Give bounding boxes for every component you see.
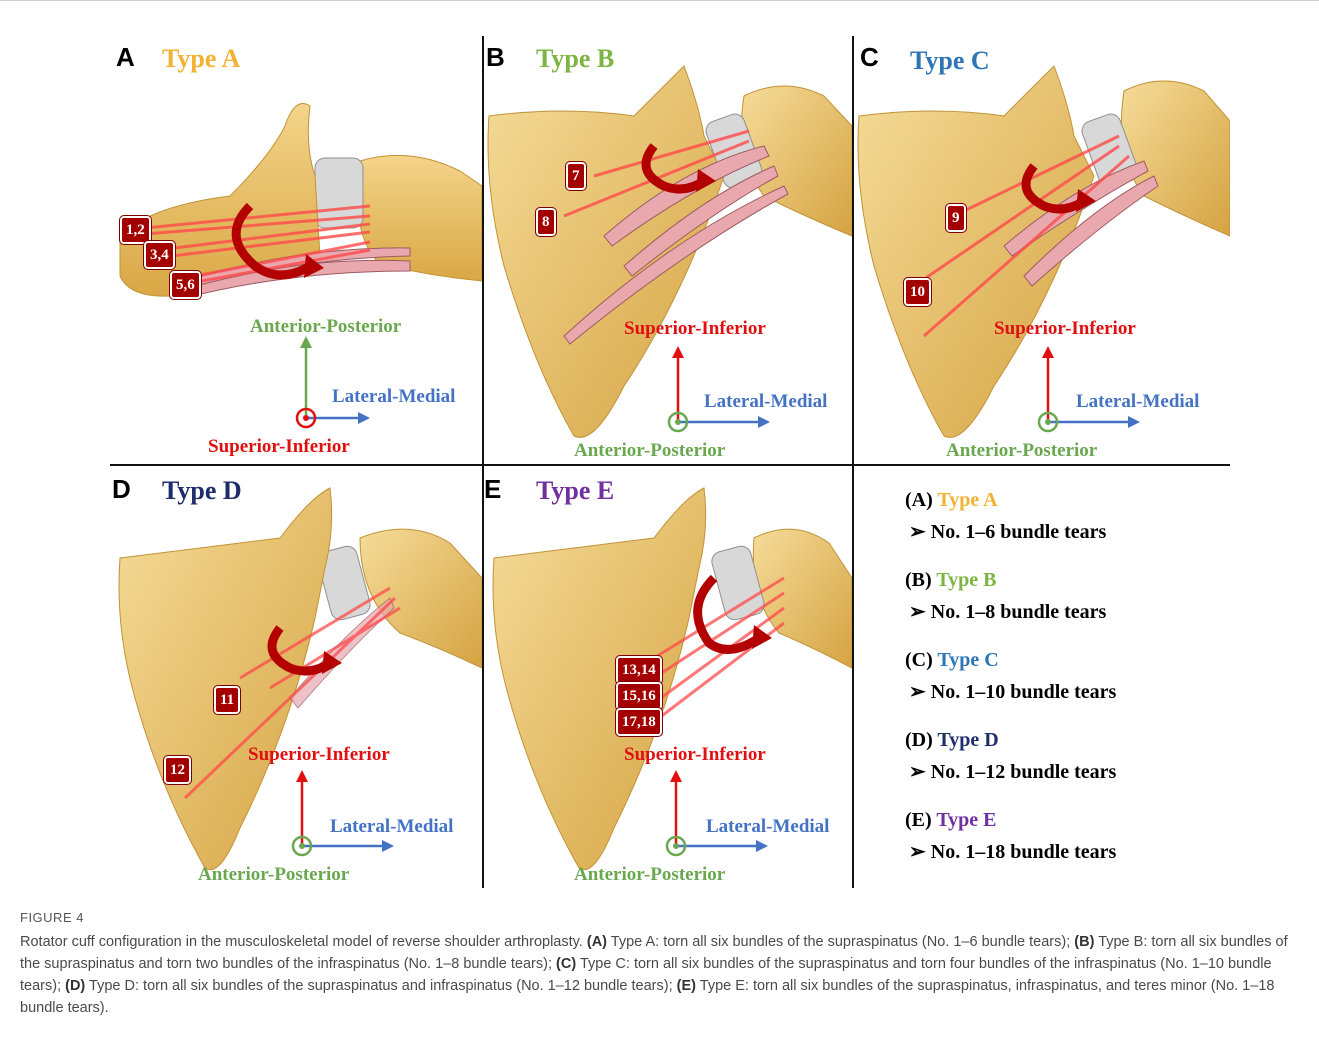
axis-label-out-of-plane: Anterior-Posterior <box>946 440 1097 462</box>
bundle-badge: 13,14 <box>616 656 662 684</box>
legend-type: Type E <box>936 809 996 831</box>
figure: A Type A 1,2 3,4 5,6 Anterior-Posterior … <box>110 36 1230 896</box>
legend-key: (D) <box>905 729 933 751</box>
panel-type-label: Type C <box>910 46 990 76</box>
axis-label-vertical: Anterior-Posterior <box>250 316 401 338</box>
panel-type-label: Type D <box>162 476 242 506</box>
bullet-arrow-icon: ➢ <box>909 841 926 863</box>
panel-b-axis-glyph <box>669 346 770 431</box>
bullet-arrow-icon: ➢ <box>909 521 926 543</box>
top-rule <box>0 0 1319 1</box>
axis-label-out-of-plane: Superior-Inferior <box>208 436 350 458</box>
humerus-shape <box>360 529 482 668</box>
legend-key: (B) <box>905 569 932 591</box>
axis-label-horizontal: Lateral-Medial <box>1076 391 1199 413</box>
legend-desc: No. 1–12 bundle tears <box>931 761 1117 783</box>
panel-a-axis-glyph <box>297 336 370 427</box>
panel-b: B Type B 7 8 Superior-Inferior Lateral-M… <box>484 36 856 464</box>
bundle-badge: 17,18 <box>616 708 662 736</box>
panel-type-label: Type E <box>536 476 614 506</box>
legend-panel: (A) Type A ➢ No. 1–6 bundle tears (B) Ty… <box>905 484 1235 884</box>
bundle-badge: 1,2 <box>120 216 151 244</box>
legend-item: (D) Type D ➢ No. 1–12 bundle tears <box>905 724 1235 804</box>
panel-letter: D <box>112 474 131 505</box>
scapula-shape <box>493 488 706 870</box>
bundle-badge: 9 <box>946 204 966 232</box>
panel-a: A Type A 1,2 3,4 5,6 Anterior-Posterior … <box>110 36 482 464</box>
axis-label-vertical: Superior-Inferior <box>248 744 390 766</box>
legend-key: (A) <box>905 489 933 511</box>
figure-caption: FIGURE 4 Rotator cuff configuration in t… <box>20 910 1300 1019</box>
bundle-badge: 8 <box>536 208 556 236</box>
bundle-badge: 10 <box>904 278 931 306</box>
legend-type: Type C <box>937 649 998 671</box>
legend-type: Type B <box>936 569 996 591</box>
legend-key: (C) <box>905 649 933 671</box>
caption-text: Rotator cuff configuration in the muscul… <box>20 931 1300 1019</box>
axis-label-horizontal: Lateral-Medial <box>706 816 829 838</box>
legend-item: (C) Type C ➢ No. 1–10 bundle tears <box>905 644 1235 724</box>
caption-key: (C) <box>556 956 576 972</box>
bullet-arrow-icon: ➢ <box>909 761 926 783</box>
panel-e: E Type E 13,14 15,16 17,18 Superior-Infe… <box>484 468 856 896</box>
axis-label-horizontal: Lateral-Medial <box>330 816 453 838</box>
bullet-arrow-icon: ➢ <box>909 601 926 623</box>
panel-letter: C <box>860 42 879 73</box>
scapula-shape <box>119 488 332 870</box>
legend-type: Type A <box>937 489 997 511</box>
legend-desc: No. 1–18 bundle tears <box>931 841 1117 863</box>
caption-part: Type D: torn all six bundles of the supr… <box>89 978 673 994</box>
bundle-badge: 7 <box>566 162 586 190</box>
panel-e-axis-glyph <box>667 770 768 855</box>
axis-label-vertical: Superior-Inferior <box>994 318 1136 340</box>
axis-label-vertical: Superior-Inferior <box>624 318 766 340</box>
axis-label-out-of-plane: Anterior-Posterior <box>198 864 349 886</box>
legend-type: Type D <box>937 729 998 751</box>
caption-part: Type A: torn all six bundles of the supr… <box>611 934 1070 950</box>
caption-key: (B) <box>1074 934 1094 950</box>
legend-key: (E) <box>905 809 932 831</box>
legend-desc: No. 1–8 bundle tears <box>931 601 1107 623</box>
bundle-badge: 12 <box>164 756 191 784</box>
legend-item: (E) Type E ➢ No. 1–18 bundle tears <box>905 804 1235 884</box>
humerus-shape <box>753 529 852 668</box>
caption-key: (D) <box>65 978 85 994</box>
figure-label: FIGURE 4 <box>20 910 1300 925</box>
panel-d: D Type D 11 12 Superior-Inferior Lateral… <box>110 468 482 896</box>
bundle-badge: 5,6 <box>170 271 201 299</box>
caption-key: (A) <box>587 934 607 950</box>
panel-letter: A <box>116 42 135 73</box>
axis-label-horizontal: Lateral-Medial <box>332 386 455 408</box>
panel-type-label: Type A <box>162 44 240 74</box>
grid-divider-h <box>110 464 1230 466</box>
axis-label-out-of-plane: Anterior-Posterior <box>574 864 725 886</box>
legend-item: (A) Type A ➢ No. 1–6 bundle tears <box>905 484 1235 564</box>
legend-desc: No. 1–10 bundle tears <box>931 681 1117 703</box>
bundle-badge: 15,16 <box>616 682 662 710</box>
axis-label-horizontal: Lateral-Medial <box>704 391 827 413</box>
axis-label-out-of-plane: Anterior-Posterior <box>574 440 725 462</box>
panel-c-axis-glyph <box>1039 346 1140 431</box>
legend-desc: No. 1–6 bundle tears <box>931 521 1107 543</box>
panel-c: C Type C 9 10 Superior-Inferior Lateral-… <box>854 36 1226 464</box>
panel-letter: E <box>484 474 501 505</box>
bullet-arrow-icon: ➢ <box>909 681 926 703</box>
bundle-badge: 11 <box>214 686 240 714</box>
caption-key: (E) <box>677 978 696 994</box>
legend-item: (B) Type B ➢ No. 1–8 bundle tears <box>905 564 1235 644</box>
caption-intro: Rotator cuff configuration in the muscul… <box>20 934 583 950</box>
humerus-shape <box>1122 81 1231 236</box>
axis-label-vertical: Superior-Inferior <box>624 744 766 766</box>
panel-type-label: Type B <box>536 44 614 74</box>
panel-letter: B <box>486 42 505 73</box>
bundle-badge: 3,4 <box>144 241 175 269</box>
panel-d-axis-glyph <box>293 770 394 855</box>
